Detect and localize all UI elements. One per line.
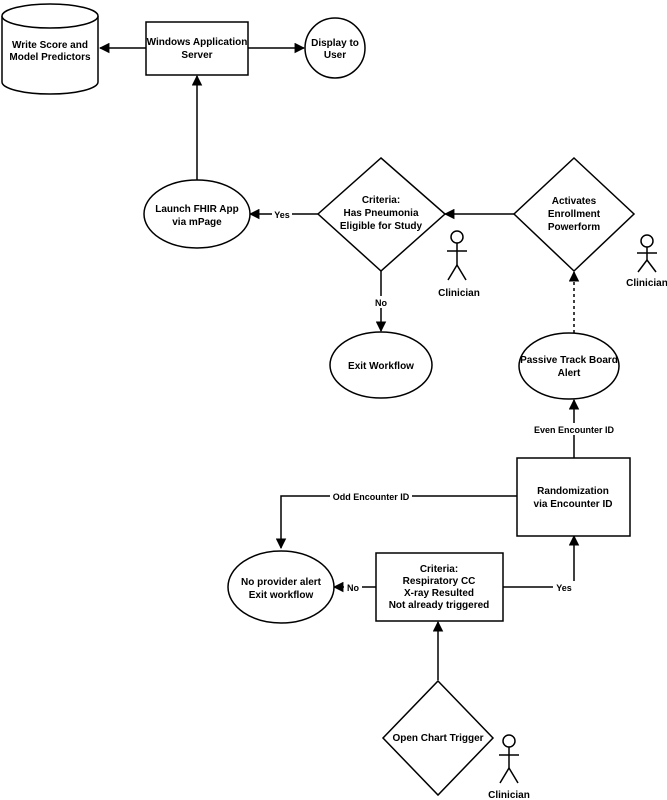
svg-text:Clinician: Clinician [438, 288, 480, 299]
edge-random-to-noalert [275, 495, 517, 550]
edge-label-yes-top: Yes [274, 210, 290, 220]
svg-text:Clinician: Clinician [626, 278, 667, 289]
edge-criteria-to-random [503, 534, 580, 588]
svg-text:Exit Workflow: Exit Workflow [348, 361, 414, 372]
randomization-node: Randomization via Encounter ID [516, 457, 631, 537]
exit-workflow-node: Exit Workflow [329, 331, 433, 399]
svg-text:Model Predictors: Model Predictors [9, 52, 91, 63]
svg-text:via mPage: via mPage [172, 217, 222, 228]
svg-text:Eligible for Study: Eligible for Study [340, 221, 423, 232]
edge-label-even: Even Encounter ID [534, 425, 615, 435]
svg-text:Randomization: Randomization [537, 486, 609, 497]
svg-text:Activates: Activates [552, 196, 597, 207]
svg-text:via Encounter ID: via Encounter ID [534, 499, 613, 510]
activates-node: Activates Enrollment Powerform [512, 156, 636, 273]
svg-text:Has Pneumonia: Has Pneumonia [343, 208, 418, 219]
svg-text:Not already triggered: Not already triggered [389, 600, 490, 611]
no-alert-node: No provider alert Exit workflow [227, 550, 335, 624]
svg-text:Display to: Display to [311, 38, 359, 49]
svg-text:Launch FHIR App: Launch FHIR App [155, 204, 239, 215]
server-node: Windows Application Server [145, 21, 249, 76]
svg-text:Alert: Alert [558, 368, 581, 379]
display-node: Display to User [304, 17, 366, 79]
clinician-actor-3: Clinician [488, 734, 530, 800]
edge-label-no-mid: No [375, 298, 387, 308]
svg-text:No provider alert: No provider alert [241, 577, 322, 588]
criteria-respiratory-node: Criteria: Respiratory CC X-ray Resulted … [375, 552, 504, 622]
svg-text:Criteria:: Criteria: [420, 564, 458, 575]
database-node: Write Score and Model Predictors [1, 3, 99, 95]
svg-text:Enrollment: Enrollment [548, 209, 601, 220]
clinician-actor-2: Clinician [626, 234, 667, 289]
open-chart-trigger-node: Open Chart Trigger [381, 679, 495, 797]
passive-alert-node: Passive Track Board Alert [518, 332, 620, 400]
svg-text:Windows Application: Windows Application [147, 37, 248, 48]
criteria-pneumonia-node: Criteria: Has Pneumonia Eligible for Stu… [316, 157, 447, 273]
svg-text:Respiratory CC: Respiratory CC [403, 576, 476, 587]
svg-text:Powerform: Powerform [548, 222, 600, 233]
svg-text:X-ray Resulted: X-ray Resulted [404, 588, 474, 599]
svg-text:Exit workflow: Exit workflow [249, 590, 314, 601]
svg-text:Write Score and: Write Score and [12, 40, 88, 51]
svg-text:Criteria:: Criteria: [362, 195, 400, 206]
edge-label-odd: Odd Encounter ID [333, 492, 410, 502]
svg-text:User: User [324, 50, 346, 61]
svg-text:Clinician: Clinician [488, 790, 530, 800]
svg-text:Passive Track Board: Passive Track Board [520, 355, 618, 366]
launch-fhir-node: Launch FHIR App via mPage [143, 179, 251, 249]
svg-text:Open Chart Trigger: Open Chart Trigger [392, 733, 483, 744]
clinician-actor-1: Clinician [438, 230, 480, 299]
svg-text:Server: Server [181, 50, 212, 61]
edge-label-yes-bottom: Yes [556, 583, 572, 593]
edge-label-no-bottom: No [347, 583, 359, 593]
